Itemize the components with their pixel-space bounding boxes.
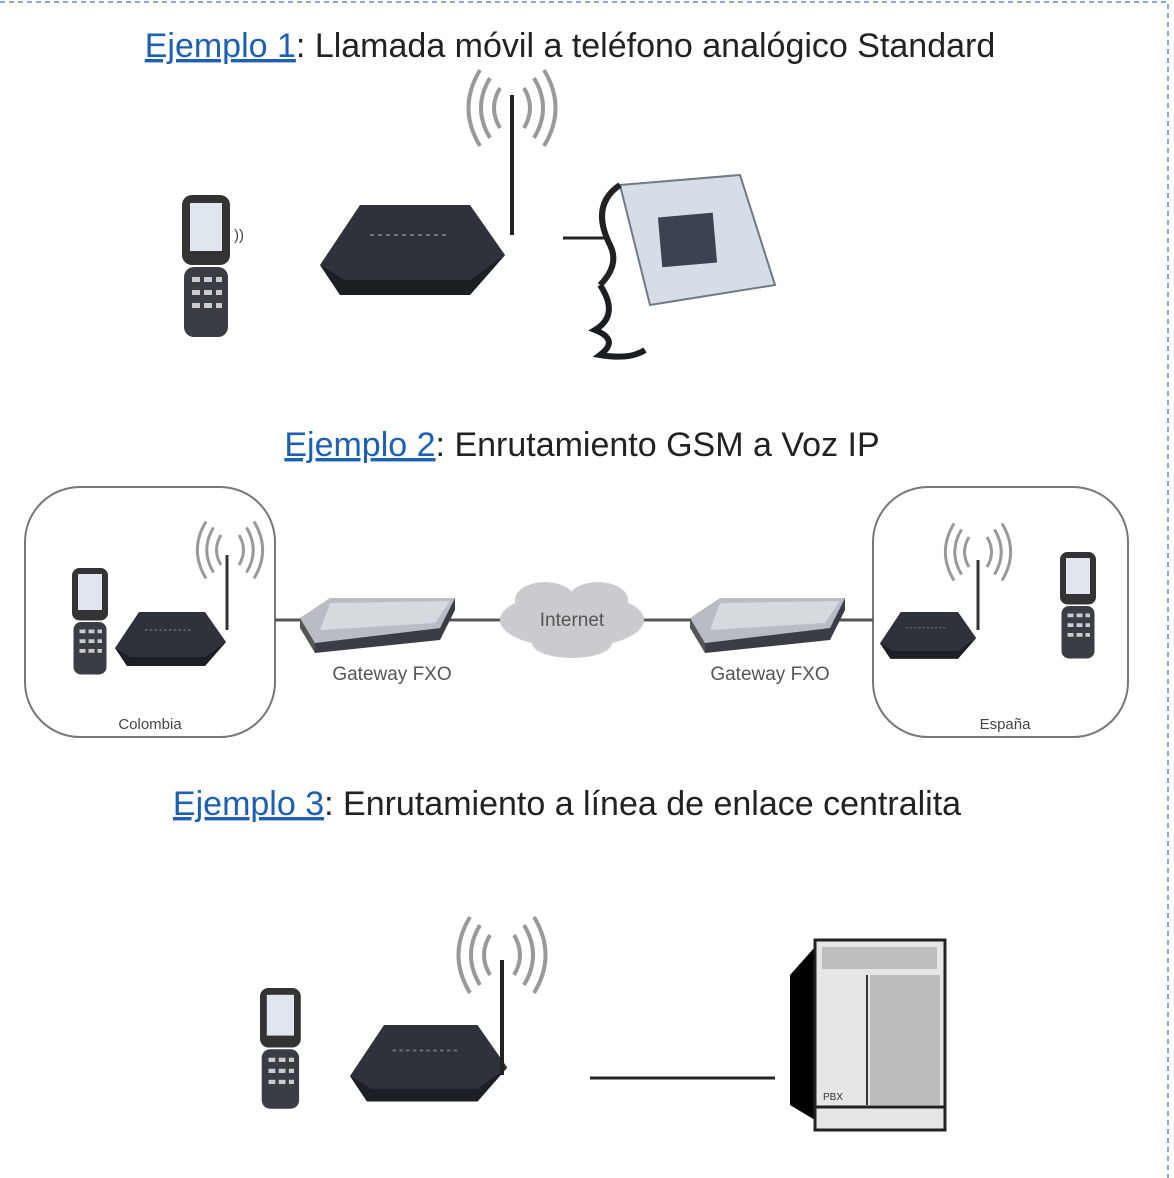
example-1-title: Ejemplo 1: Llamada móvil a teléfono anal… (145, 27, 996, 65)
mobile-phone-icon (72, 568, 108, 675)
site-colombia-label: Colombia (118, 716, 182, 733)
wireless-waves-icon (195, 520, 265, 580)
example-2-link[interactable]: Ejemplo 2 (284, 426, 435, 464)
pbx-icon: PBX (790, 938, 947, 1132)
gsm-router-icon (114, 611, 227, 667)
example-3-title: Ejemplo 3: Enrutamiento a línea de enlac… (173, 785, 961, 823)
site-espana-box (872, 486, 1129, 738)
mobile-phone-icon (260, 988, 301, 1109)
gsm-router-icon (879, 611, 977, 660)
gateway-right-label: Gateway FXO (710, 664, 829, 685)
mobile-phone-icon (1060, 552, 1096, 659)
gateway-left-label: Gateway FXO (332, 664, 451, 685)
example-1-link[interactable]: Ejemplo 1 (145, 27, 296, 65)
desk-phone-icon (588, 173, 777, 360)
internet-label: Internet (540, 610, 605, 631)
mobile-phone-icon: )) (182, 195, 244, 337)
site-colombia-box (24, 486, 276, 738)
site-espana-label: España (980, 716, 1032, 733)
example-1-text: : Llamada móvil a teléfono analógico Sta… (296, 27, 995, 65)
example-2-text: : Enrutamiento GSM a Voz IP (436, 426, 880, 464)
internet-cloud-icon: Internet (500, 582, 644, 658)
gsm-router-icon (349, 1024, 509, 1103)
gateway-icon (690, 598, 845, 653)
pbx-label: PBX (823, 1092, 843, 1103)
example-3-link[interactable]: Ejemplo 3 (173, 785, 324, 823)
gateway-icon (300, 598, 455, 653)
svg-text:)): )) (234, 227, 244, 244)
gsm-router-icon (319, 95, 514, 296)
example-2-title: Ejemplo 2: Enrutamiento GSM a Voz IP (284, 426, 879, 464)
example-3-text: : Enrutamiento a línea de enlace central… (324, 785, 961, 823)
